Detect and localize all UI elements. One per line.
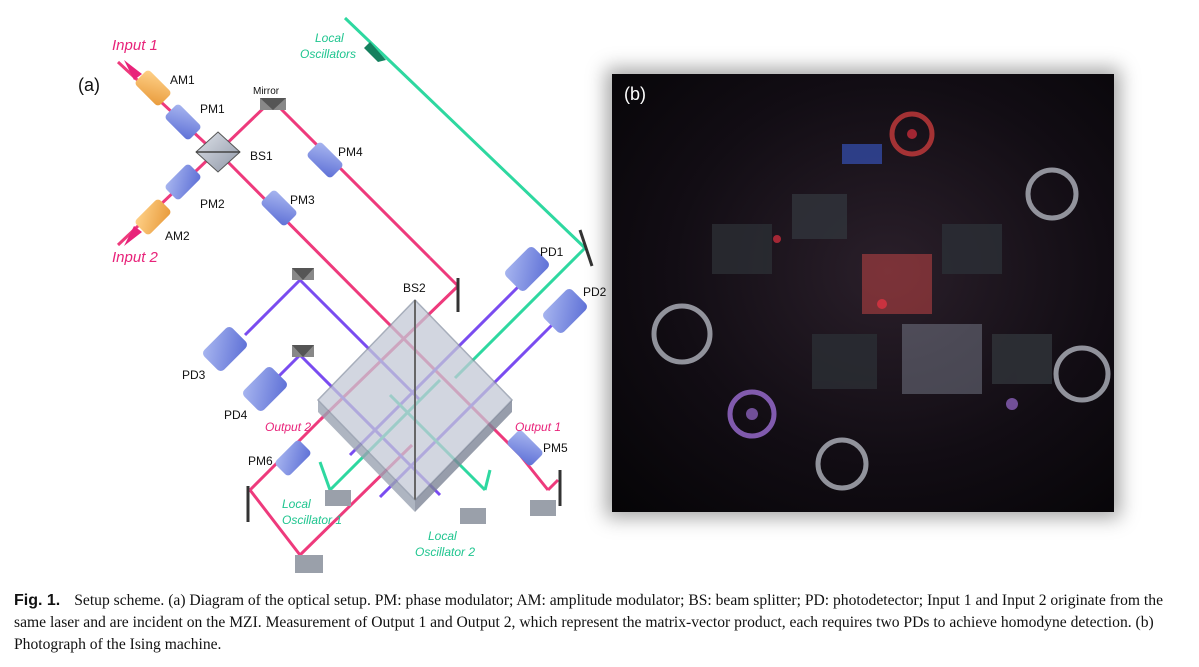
ising-machine-photo: (b) <box>612 74 1114 512</box>
pm2-label: PM2 <box>200 197 225 211</box>
pm1-modulator <box>165 104 201 140</box>
lo-top-beam <box>343 16 587 380</box>
output2-label: Output 2 <box>265 420 311 434</box>
lo1-label-1: Local <box>282 497 311 511</box>
lo-arrow-icon <box>364 42 386 62</box>
figure: Input 1 Input 2 Local Oscillators AM1 AM… <box>78 16 1114 573</box>
lo1-label-2: Oscillator 1 <box>282 513 342 527</box>
bs2-label: BS2 <box>403 281 426 295</box>
lo-mirror <box>578 229 594 267</box>
am2-modulator <box>135 199 171 235</box>
pm5-modulator <box>507 430 543 466</box>
photo-scene <box>651 111 1111 491</box>
pm6-label: PM6 <box>248 454 273 468</box>
pd1-label: PD1 <box>540 245 564 259</box>
am2-label: AM2 <box>165 229 190 243</box>
optical-setup-diagram: Input 1 Input 2 Local Oscillators AM1 AM… <box>112 16 607 573</box>
small-mirrors <box>246 268 562 573</box>
mirror-top <box>260 98 286 110</box>
pm4-modulator <box>307 142 343 178</box>
pd3-detector <box>203 327 247 371</box>
bs1-cube <box>195 131 241 173</box>
input2-arrow-icon <box>124 226 142 246</box>
lo2-label-2: Oscillator 2 <box>415 545 475 559</box>
pm3-modulator <box>261 190 297 226</box>
figure-number: Fig. 1. <box>14 592 61 609</box>
pm4-label: PM4 <box>338 145 363 159</box>
bs1-label: BS1 <box>250 149 273 163</box>
pm6-modulator <box>275 440 311 476</box>
input1-label: Input 1 <box>112 37 158 54</box>
bs2-cube <box>316 298 514 512</box>
am1-modulator <box>135 70 171 106</box>
pd2-label: PD2 <box>583 285 607 299</box>
input2-label: Input 2 <box>112 249 159 266</box>
pd3-label: PD3 <box>182 368 206 382</box>
pd4-detector <box>243 367 287 411</box>
pm5-label: PM5 <box>543 441 568 455</box>
lo-top-label-1: Local <box>315 31 344 45</box>
lo-top-label-2: Oscillators <box>300 47 356 61</box>
pd4-label: PD4 <box>224 408 248 422</box>
am1-label: AM1 <box>170 73 195 87</box>
pm3-label: PM3 <box>290 193 315 207</box>
panel-a-label: (a) <box>78 75 100 95</box>
figure-caption: Fig. 1.Setup scheme. (a) Diagram of the … <box>14 590 1186 656</box>
mirror-label: Mirror <box>253 86 280 97</box>
output1-label: Output 1 <box>515 420 561 434</box>
panel-b-label: (b) <box>624 84 646 104</box>
pd2-detector <box>543 289 587 333</box>
pm1-label: PM1 <box>200 102 225 116</box>
caption-text: Setup scheme. (a) Diagram of the optical… <box>14 592 1163 653</box>
pd1-detector <box>505 247 549 291</box>
input1-arrow-icon <box>124 60 142 80</box>
lo2-label-1: Local <box>428 529 457 543</box>
pm2-modulator <box>165 164 201 200</box>
